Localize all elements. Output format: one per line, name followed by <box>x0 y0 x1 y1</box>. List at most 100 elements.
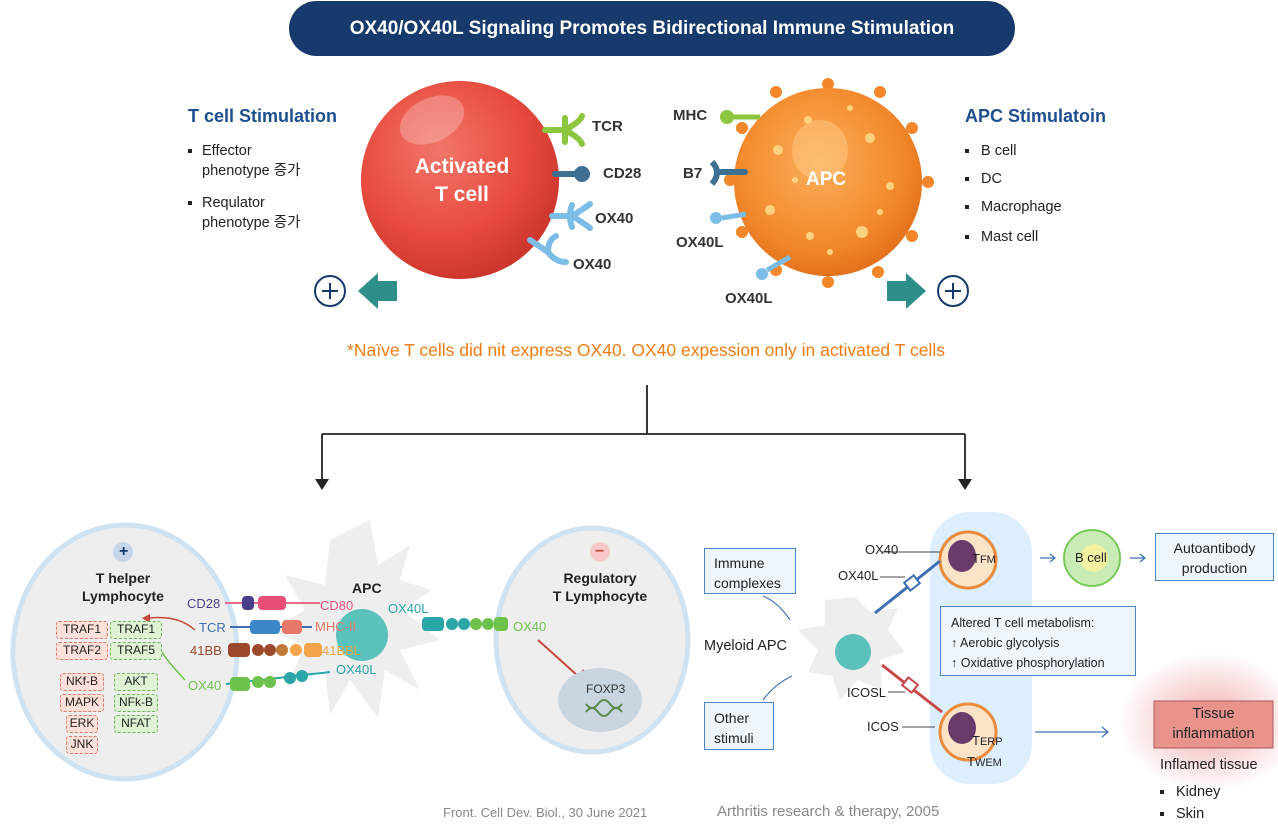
cd28-label: CD28 <box>603 165 642 182</box>
right-arrow-icon <box>887 273 926 309</box>
apc-cell-label: APC <box>806 169 847 190</box>
tissue-inflammation-label: Tissue inflammation <box>1154 704 1273 744</box>
bullet-regulator: Requlator phenotype 증가 <box>188 193 300 233</box>
autoantibody-box: Autoantibody production <box>1155 533 1274 581</box>
icos-label: ICOS <box>867 719 899 734</box>
myeloid-apc-label: Myeloid APC <box>704 638 788 654</box>
foxp3-nucleus <box>558 668 642 732</box>
ox40-ox40l-connection <box>225 670 331 691</box>
terp-cell <box>938 702 998 762</box>
organ-list: Kidney Skin <box>1160 782 1220 824</box>
ox40l-ox40-treg-connection <box>422 617 508 631</box>
b-cell <box>1063 529 1121 587</box>
pathway-box: JNK <box>66 736 98 754</box>
twem-label: TWEM <box>967 754 1002 769</box>
mhc-ii-label: MHC-II <box>315 619 357 634</box>
pathway-box: NFk-B <box>114 694 158 712</box>
apc-bullet-list: B cell DC Macrophage Mast cell <box>965 141 1062 255</box>
b7-ligand-icon <box>709 159 748 186</box>
ox40-label: OX40 <box>573 256 612 273</box>
box-line: Other <box>714 710 750 726</box>
other-stimuli-box: Other stimuli <box>704 702 774 750</box>
mhc-label: MHC <box>673 107 708 124</box>
ox40l-label: OX40L <box>838 568 879 583</box>
box-line: complexes <box>714 575 781 591</box>
effector-line2: phenotype 증가 <box>202 163 301 179</box>
page-title: OX40/OX40L Signaling Promotes Bidirectio… <box>349 17 955 39</box>
branch-connector <box>321 385 966 480</box>
ox40l-label: OX40L <box>336 662 377 677</box>
box-line: Autoantibody <box>1173 540 1256 556</box>
metab-title: Altered T cell metabolism: <box>951 616 1095 630</box>
immune-complexes-box: Immune complexes <box>704 548 796 594</box>
tcr-receptor-icon <box>542 113 585 147</box>
twem-t: T <box>967 754 975 769</box>
41bbl-label: 41BBL <box>322 643 362 658</box>
treg-title: Regulatory T Lymphocyte <box>540 569 660 605</box>
metabolism-box: Altered T cell metabolism: ↑ Aerobic gly… <box>940 606 1136 676</box>
ox40-label: OX40 <box>595 210 634 227</box>
t-cell-bullets: Effector phenotype 증가 Requlator phenotyp… <box>188 141 300 233</box>
th-title: T helper Lymphocyte <box>60 569 186 605</box>
down-arrow-icon <box>958 479 972 490</box>
ox40l-ligand-icon <box>756 254 792 280</box>
apc-bullet-item: DC <box>965 169 1062 189</box>
arrow-to-auto <box>1130 553 1146 563</box>
arrow-head-icon <box>142 614 150 623</box>
ox40-label: OX40 <box>188 678 222 693</box>
apc-bullet-item: Macrophage <box>965 197 1062 217</box>
th-title-line: T helper <box>95 570 151 586</box>
cd80-label: CD80 <box>320 598 354 613</box>
box-line: production <box>1181 560 1248 576</box>
activated-t-cell <box>361 81 559 279</box>
footnote: *Naïve T cells did nit express OX40. OX4… <box>347 340 945 360</box>
mhc-ligand-icon <box>720 110 760 124</box>
th-title-line: Lymphocyte <box>82 588 164 604</box>
dna-icon <box>585 699 623 717</box>
ox40l-ligand-icon <box>710 211 747 224</box>
inflamed-tissue-label: Inflamed tissue <box>1160 757 1258 773</box>
apc-bullet-item: Mast cell <box>965 227 1062 247</box>
tfm-label: TFM <box>972 551 996 566</box>
green-pathway-column: TRAF1 TRAF5 AKT NFk-B NFAT <box>110 621 162 733</box>
effector-line1: Effector <box>202 143 252 159</box>
apc-label: APC <box>352 580 382 596</box>
ox40-arrow <box>161 651 186 681</box>
metab-line: ↑ Oxidative phosphorylation <box>951 656 1105 670</box>
tcr-label: TCR <box>592 118 623 135</box>
pathway-box: MAPK <box>60 694 104 712</box>
box-line: Tissue <box>1192 706 1235 722</box>
plus-circle-icon <box>937 275 969 307</box>
organ-item: Skin <box>1160 804 1220 824</box>
pathway-box: TRAF2 <box>56 642 108 660</box>
arrow-to-bcell <box>1040 553 1056 563</box>
activated-t-cell-label: Activated T cell <box>412 153 512 209</box>
box-line: Immune <box>714 555 765 571</box>
bullet-effector: Effector phenotype 증가 <box>188 141 300 181</box>
terp-label: TERP <box>972 733 1003 748</box>
41bb-label: 41BB <box>190 643 222 658</box>
pathway-box: AKT <box>114 673 158 691</box>
down-arrow-icon <box>315 479 329 490</box>
metab-line: ↑ Aerobic glycolysis <box>951 636 1060 650</box>
treg-ox40-label: OX40 <box>513 619 547 634</box>
apc-bullet-item: B cell <box>965 141 1062 161</box>
apc-cell <box>724 78 934 288</box>
ox40l-label: OX40L <box>725 290 773 307</box>
pathway-box: TRAF1 <box>56 621 108 639</box>
foxp3-label: FOXP3 <box>586 682 626 696</box>
cd28-receptor-icon <box>552 166 590 182</box>
cd28-label: CD28 <box>187 596 221 611</box>
feedback-arrow <box>149 616 196 631</box>
ox40l-label: OX40L <box>388 601 429 616</box>
citation-left: Front. Cell Dev. Biol., 30 June 2021 <box>443 805 648 820</box>
pathway-box: ERK <box>66 715 98 733</box>
apc-nucleus <box>336 609 388 661</box>
box-line: stimuli <box>714 730 754 746</box>
icosl-icos-link <box>881 663 943 714</box>
ox40-receptor-icon <box>527 233 569 265</box>
minus-sign: − <box>595 543 605 560</box>
plus-sign-icon <box>113 542 133 562</box>
reg-line2: phenotype 증가 <box>202 215 301 231</box>
